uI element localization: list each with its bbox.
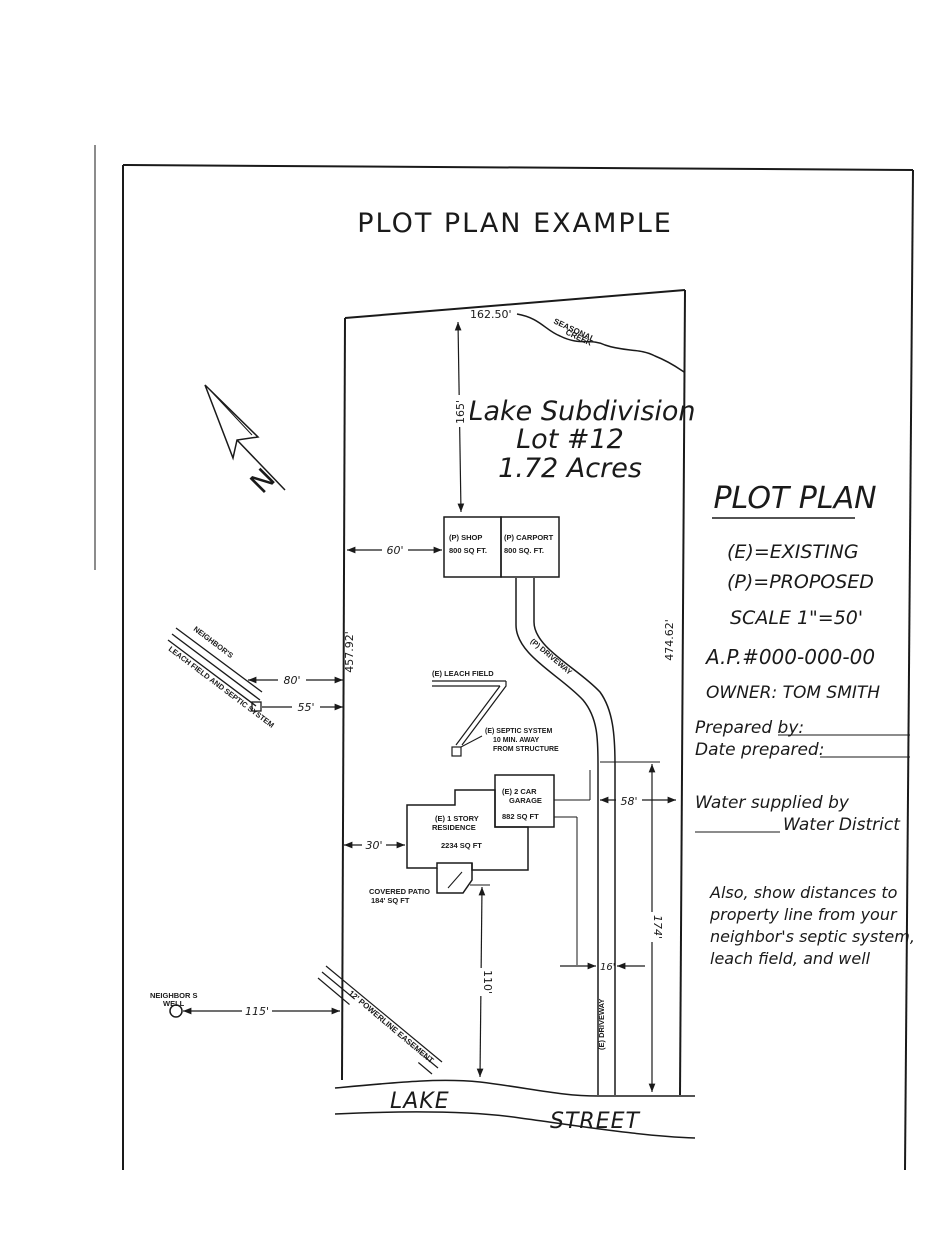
garage-label-2: GARAGE bbox=[509, 796, 542, 805]
legend-block: PLOT PLAN (E)=EXISTING (P)=PROPOSED SCAL… bbox=[695, 481, 910, 835]
dim-driveway-width: 16' bbox=[600, 962, 615, 973]
note-line-4: leach field, and well bbox=[710, 949, 871, 968]
leach-field-label: (E) LEACH FIELD bbox=[432, 669, 494, 678]
legend-existing: (E)=EXISTING bbox=[727, 541, 859, 563]
proposed-driveway bbox=[515, 578, 616, 1095]
lot-acreage: 1.72 Acres bbox=[498, 453, 642, 484]
note-line-1: Also, show distances to bbox=[709, 883, 898, 902]
legend-water-2: Water District bbox=[783, 815, 901, 835]
residence-label-3: 2234 SQ FT bbox=[441, 841, 482, 850]
note-line-2: property line from your bbox=[709, 905, 898, 924]
legend-scale: SCALE 1"=50' bbox=[730, 607, 863, 629]
septic-label-3: FROM STRUCTURE bbox=[493, 746, 559, 753]
garage-label-3: 882 SQ FT bbox=[502, 812, 539, 821]
neighbor-leach-label-2: LEACH FIELD AND SEPTIC SYSTEM bbox=[167, 644, 276, 729]
dim-garage-right: 58' bbox=[620, 795, 637, 808]
easement-label: 12' POWERLINE EASEMENT bbox=[347, 989, 436, 1065]
north-arrow bbox=[204, 384, 286, 491]
dim-top-lot-line: 162.50' bbox=[470, 308, 512, 321]
dim-patio-front: 110' bbox=[481, 970, 494, 994]
shop-label-1: (P) SHOP bbox=[449, 533, 482, 542]
septic-label-2: 10 MIN. AWAY bbox=[493, 737, 539, 744]
property-lines bbox=[341, 289, 686, 1096]
carport-label-2: 800 SQ. FT. bbox=[504, 546, 544, 555]
north-arrow-label: N bbox=[244, 462, 282, 500]
note-line-3: neighbor's septic system, bbox=[710, 927, 915, 946]
dim-leach: 80' bbox=[283, 674, 300, 687]
septic-label-1: (E) SEPTIC SYSTEM bbox=[485, 728, 552, 735]
dim-right-lot-line: 474.62' bbox=[663, 619, 676, 661]
street-name-right: STREET bbox=[550, 1109, 640, 1134]
seasonal-creek bbox=[516, 313, 685, 373]
legend-water-1: Water supplied by bbox=[695, 793, 850, 813]
dim-left-lot-line: 457.92' bbox=[343, 631, 356, 673]
dim-residence-side: 30' bbox=[365, 839, 382, 852]
page-title: PLOT PLAN EXAMPLE bbox=[357, 208, 673, 239]
existing-residence bbox=[406, 789, 529, 871]
subdivision-name: Lake Subdivision bbox=[468, 396, 695, 427]
legend-owner: OWNER: TOM SMITH bbox=[706, 683, 880, 703]
dim-driveway-length: 174' bbox=[651, 915, 664, 939]
lake-street bbox=[334, 1079, 696, 1139]
legend-heading: PLOT PLAN bbox=[713, 481, 876, 516]
dim-well: 115' bbox=[245, 1005, 269, 1018]
dim-septic: 55' bbox=[297, 701, 314, 714]
legend-date-prepared: Date prepared: bbox=[695, 740, 824, 760]
sheet-border bbox=[94, 145, 914, 1171]
lot-number: Lot #12 bbox=[516, 424, 624, 455]
neighbor-well bbox=[169, 1004, 183, 1018]
garage-label-1: (E) 2 CAR bbox=[502, 787, 537, 796]
covered-patio bbox=[436, 863, 473, 894]
instruction-note: Also, show distances to property line fr… bbox=[709, 883, 915, 968]
legend-prepared-by: Prepared by: bbox=[695, 718, 804, 738]
patio-label-2: 184' SQ FT bbox=[371, 896, 410, 905]
street-name-left: LAKE bbox=[390, 1089, 450, 1114]
patio-label-1: COVERED PATIO bbox=[369, 887, 430, 896]
dim-shop-side: 60' bbox=[386, 544, 403, 557]
residence-label-1: (E) 1 STORY bbox=[435, 814, 479, 823]
neighbor-well-label-2: WELL bbox=[163, 999, 185, 1008]
carport-label-1: (P) CARPORT bbox=[504, 533, 554, 542]
proposed-driveway-label: (P) DRIVEWAY bbox=[529, 637, 574, 677]
existing-leach-field bbox=[432, 680, 507, 757]
dim-shop-setback: 165' bbox=[454, 400, 467, 424]
legend-proposed: (P)=PROPOSED bbox=[727, 571, 874, 593]
neighbor-leach-label-1: NEIGHBOR'S bbox=[192, 624, 235, 660]
legend-apn: A.P.#000-000-00 bbox=[704, 645, 875, 669]
proposed-shop-carport bbox=[443, 516, 560, 578]
existing-driveway-label: (E) DRIVEWAY bbox=[597, 999, 606, 1050]
residence-label-2: RESIDENCE bbox=[432, 823, 476, 832]
lot-description: Lake Subdivision Lot #12 1.72 Acres bbox=[468, 396, 695, 484]
neighbor-leach-field bbox=[167, 627, 263, 712]
neighbor-well-label-1: NEIGHBOR S bbox=[150, 991, 198, 1000]
shop-label-2: 800 SQ FT. bbox=[449, 546, 487, 555]
